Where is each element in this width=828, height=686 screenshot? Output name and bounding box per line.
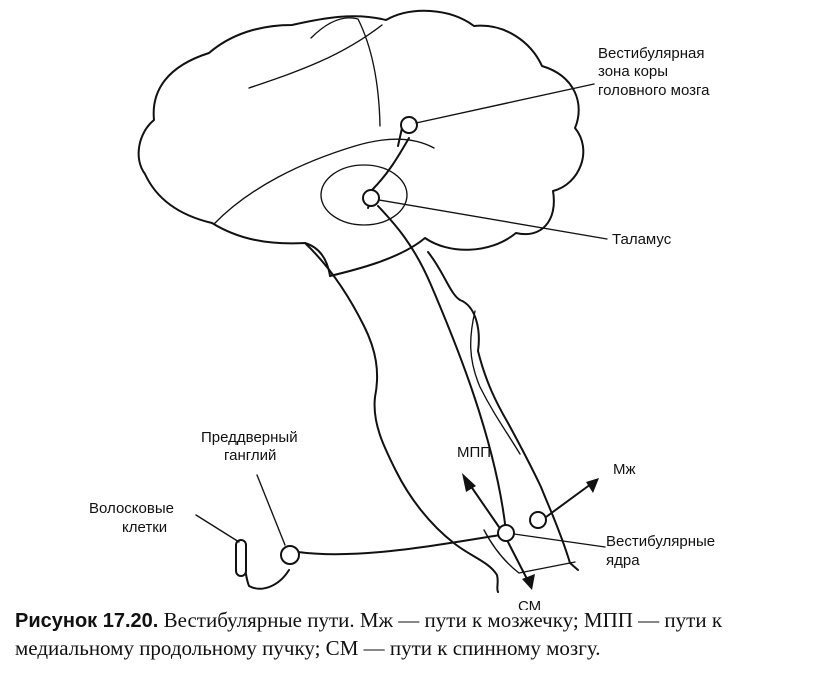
- cerebellum-arrowhead: [586, 478, 599, 493]
- medulla-lower-outline: [483, 529, 576, 574]
- figure-caption-text: Вестибулярные пути. Мж — пути к мозжечку…: [15, 608, 723, 660]
- figure-caption-title: Рисунок 17.20.: [15, 610, 159, 632]
- brainstem-outline: [305, 243, 579, 593]
- spinal-arrow-shaft: [507, 541, 528, 580]
- hair-cells-label-line-1: Волосковые: [89, 500, 174, 517]
- vestibular-nuclei-neuron-secondary: [529, 511, 547, 529]
- mlf-label: МПП: [457, 444, 491, 461]
- pons-curve: [469, 310, 521, 455]
- thalamus-outline: [320, 164, 408, 226]
- label-leader-lines: [195, 83, 608, 548]
- vestibular-ganglion-label-line-1: Преддверный: [201, 429, 298, 446]
- hair-cell-body: [235, 539, 247, 577]
- cerebellum-arrow-shaft: [545, 483, 592, 518]
- thalamus-neuron: [362, 189, 380, 207]
- figure-caption: Рисунок 17.20. Вестибулярные пути. Мж — …: [15, 607, 820, 662]
- corpus-callosum-curve: [213, 138, 435, 225]
- vestibular-ganglion-neuron: [280, 545, 300, 565]
- neurons: [235, 116, 547, 577]
- vestibular-cortex-label-line-3: головного мозга: [598, 82, 710, 99]
- mlf-arrowhead: [462, 473, 476, 492]
- nuclei-to-thalamus-fiber: [377, 205, 507, 533]
- cerebellum-label: Мж: [613, 461, 636, 478]
- vestibular-nuclei-neuron-main: [497, 524, 515, 542]
- cortex-short-fiber: [397, 127, 403, 147]
- cortex-neuron: [400, 116, 418, 134]
- vestibular-ganglion-label-line-2: ганглий: [224, 447, 276, 464]
- brainstem-right-outline: [427, 251, 579, 571]
- brainstem-left-outline: [305, 243, 499, 593]
- vestibular-pathways-diagram: Вестибулярная зона коры головного мозга …: [89, 9, 715, 610]
- diagram-labels: Вестибулярная зона коры головного мозга …: [89, 45, 715, 610]
- vestibular-nuclei-leader-line: [513, 533, 606, 548]
- ganglion-to-vestibular-nuclei-fiber: [297, 533, 507, 556]
- vestibular-nuclei-label-line-2: ядра: [606, 552, 640, 569]
- hair-cells-leader-line: [195, 514, 240, 543]
- thalamus-label: Таламус: [612, 231, 672, 248]
- mlf-arrow-shaft: [467, 481, 500, 528]
- vestibular-nuclei-label-line-1: Вестибулярные: [606, 533, 715, 550]
- thalamus-leader-line: [378, 199, 608, 240]
- cerebral-hemisphere-outline: [137, 9, 585, 277]
- lateral-sulcus: [248, 24, 383, 89]
- central-sulcus: [310, 17, 381, 127]
- ganglion-leader-line: [256, 474, 286, 546]
- spinal-cord-label: СМ: [518, 598, 541, 610]
- vestibular-cortex-label-line-1: Вестибулярная: [598, 45, 705, 62]
- brain-outline: [137, 9, 585, 277]
- thalamus-to-cortex-fiber: [371, 137, 410, 191]
- arrows: [462, 473, 599, 590]
- vestibular-cortex-label-line-2: зона коры: [598, 63, 668, 80]
- spinal-arrowhead: [522, 574, 535, 590]
- cortex-leader-line: [415, 83, 595, 124]
- hair-cells-label-line-2: клетки: [122, 519, 167, 536]
